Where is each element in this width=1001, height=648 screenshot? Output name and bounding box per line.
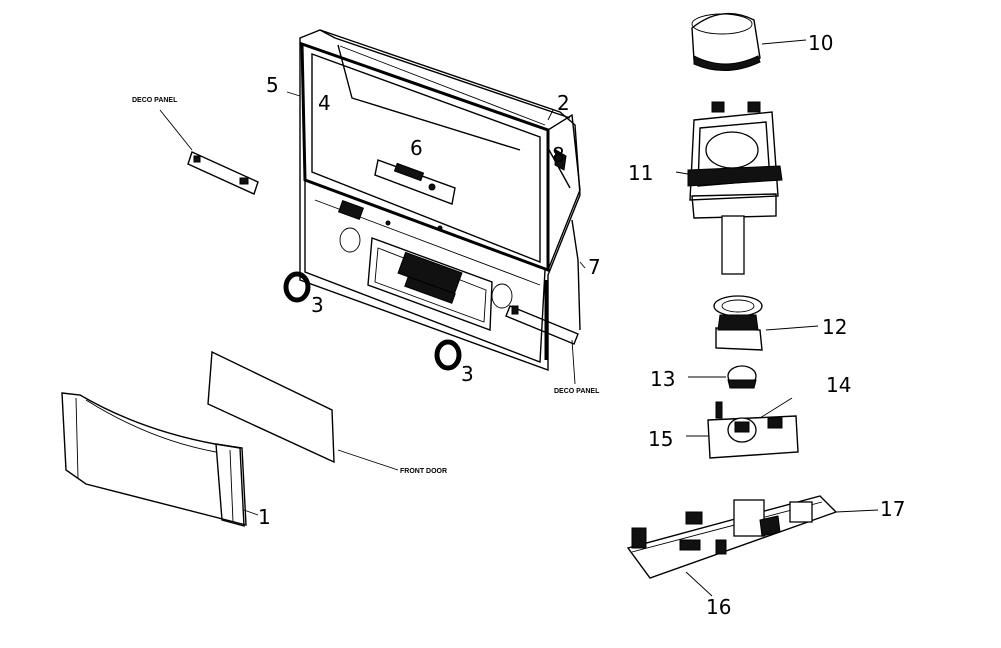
label-10: 10: [808, 31, 833, 55]
label-14: 14: [826, 373, 851, 397]
label-deco-panel-right: DECO PANEL: [554, 388, 600, 395]
label-4: 4: [318, 91, 331, 115]
label-12: 12: [822, 315, 847, 339]
lens-cap-part-10: [691, 12, 807, 72]
label-13: 13: [650, 367, 675, 391]
label-16: 16: [706, 595, 731, 619]
lens-part-12: [713, 295, 819, 351]
speaker-ring-upper: [283, 271, 311, 303]
tv-cabinet: [299, 29, 581, 371]
deco-panel-left: [159, 109, 259, 195]
label-17: 17: [880, 497, 905, 521]
label-3-lower: 3: [461, 362, 474, 386]
crt-lens-assembly-part-11: [675, 101, 783, 275]
neck-board-part-15: [686, 397, 799, 459]
part-labels: 1 2 3 3 4 5 6 7 8 10 11 12 13 14 15 16 1…: [132, 31, 905, 619]
label-6: 6: [410, 136, 423, 160]
label-1: 1: [258, 505, 271, 529]
label-2: 2: [557, 91, 570, 115]
speaker-ring-lower: [434, 339, 462, 371]
label-3-upper: 3: [311, 293, 324, 317]
deco-panel-right: [505, 305, 579, 385]
label-7: 7: [588, 255, 601, 279]
leader-lines: [286, 91, 586, 269]
label-11: 11: [628, 161, 653, 185]
label-deco-panel-left: DECO PANEL: [132, 97, 178, 104]
label-5: 5: [266, 73, 279, 97]
front-door-panel: [207, 350, 399, 471]
label-8: 8: [552, 143, 565, 167]
main-board-part-16: [626, 495, 879, 597]
label-front-door: FRONT DOOR: [400, 468, 447, 475]
bezel-part-1: [61, 392, 259, 527]
label-15: 15: [648, 427, 673, 451]
socket-part-13: [688, 365, 757, 389]
